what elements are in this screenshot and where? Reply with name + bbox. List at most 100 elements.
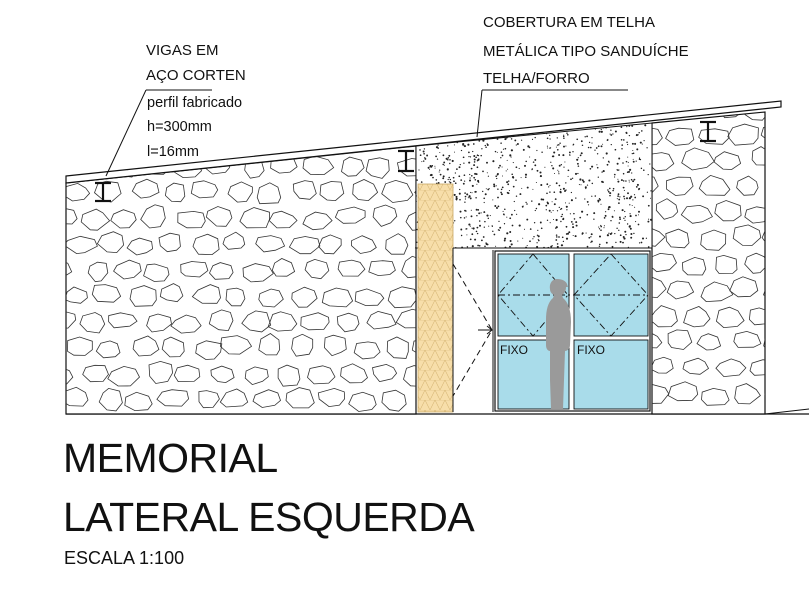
speckle-dot <box>607 190 610 193</box>
speckle-dot <box>532 188 534 190</box>
stone <box>341 156 365 177</box>
speckle-dot <box>496 151 498 153</box>
speckle-dot <box>586 200 589 203</box>
speckle-dot <box>495 175 498 178</box>
speckle-dot <box>572 234 574 237</box>
speckle-dot <box>416 241 418 243</box>
stone <box>161 336 185 358</box>
stone <box>352 179 379 202</box>
speckle-dot <box>417 130 420 133</box>
speckle-dot <box>522 237 524 239</box>
stone <box>665 127 695 146</box>
speckle-dot <box>560 188 562 191</box>
speckle-dot <box>468 155 470 158</box>
stone <box>337 259 366 277</box>
stone <box>79 312 106 334</box>
speckle-dot <box>586 135 588 138</box>
speckle-dot <box>630 178 633 181</box>
stone <box>33 392 61 409</box>
door-opening <box>452 247 652 412</box>
speckle-dot <box>637 134 639 136</box>
speckle-dot <box>460 234 463 237</box>
stone <box>401 255 416 279</box>
stone <box>732 224 762 246</box>
speckle-dot <box>600 229 602 231</box>
speckle-dot <box>626 223 629 225</box>
speckle-dot <box>578 184 580 186</box>
speckle-dot <box>472 143 475 145</box>
speckle-dot <box>558 171 560 173</box>
stone <box>334 206 366 224</box>
speckle-dot <box>545 209 547 211</box>
speckle-dot <box>537 238 539 240</box>
speckle-dot <box>442 177 445 180</box>
stone <box>348 391 377 412</box>
speckle-dot <box>609 192 612 195</box>
speckle-dot <box>525 160 527 163</box>
speckle-dot <box>453 144 455 146</box>
speckle-dot <box>556 137 558 139</box>
speckle-dot <box>597 176 599 178</box>
speckle-dot <box>635 214 637 217</box>
stone <box>66 364 74 387</box>
beam-note-line-4: h=300mm <box>147 119 212 135</box>
speckle-dot <box>624 216 626 218</box>
speckle-dot <box>501 175 504 177</box>
speckle-dot <box>585 232 587 234</box>
speckle-dot <box>568 202 570 204</box>
speckle-dot <box>624 210 626 213</box>
speckle-dot <box>423 130 426 133</box>
speckle-dot <box>574 172 578 175</box>
stone <box>177 210 206 229</box>
speckle-dot <box>497 205 500 208</box>
speckle-dot <box>482 190 484 193</box>
stone <box>666 176 694 196</box>
speckle-dot <box>496 177 498 180</box>
speckle-dot <box>468 126 471 129</box>
stone <box>655 112 682 114</box>
speckle-dot <box>486 214 489 217</box>
speckle-dot <box>503 239 506 242</box>
speckle-dot <box>501 186 504 189</box>
stone <box>91 284 122 303</box>
speckle-dot <box>453 151 456 153</box>
speckle-dot <box>610 134 613 136</box>
speckle-dot <box>463 162 465 164</box>
speckle-dot <box>480 212 482 214</box>
speckle-dot <box>561 213 564 216</box>
roof-ceiling-infill <box>415 122 653 249</box>
speckle-dot <box>552 167 555 170</box>
speckle-dot <box>617 178 619 180</box>
stone <box>66 235 98 255</box>
speckle-dot <box>552 218 555 221</box>
speckle-dot <box>505 170 507 172</box>
speckle-dot <box>581 233 584 235</box>
stone <box>652 331 663 349</box>
speckle-dot <box>627 165 629 167</box>
speckle-dot <box>620 126 623 129</box>
speckle-dot <box>649 197 652 199</box>
speckle-dot <box>549 138 551 140</box>
speckle-dot <box>506 159 508 161</box>
speckle-dot <box>629 168 632 171</box>
speckle-dot <box>637 214 640 216</box>
speckle-dot <box>432 176 434 179</box>
speckle-dot <box>647 220 650 223</box>
speckle-dot <box>617 180 620 183</box>
stone <box>107 365 140 387</box>
speckle-dot <box>492 230 494 233</box>
speckle-dot <box>515 166 518 169</box>
speckle-dot <box>474 123 476 124</box>
speckle-dot <box>599 243 601 246</box>
speckle-dot <box>635 160 637 162</box>
speckle-dot <box>550 245 553 248</box>
speckle-dot <box>633 232 635 235</box>
speckle-dot <box>501 166 503 168</box>
speckle-dot <box>559 142 561 145</box>
speckle-dot <box>619 240 622 243</box>
speckle-dot <box>628 125 631 127</box>
speckle-dot <box>641 237 645 240</box>
speckle-dot <box>618 157 621 160</box>
speckle-dot <box>480 125 483 128</box>
speckle-dot <box>556 236 558 238</box>
